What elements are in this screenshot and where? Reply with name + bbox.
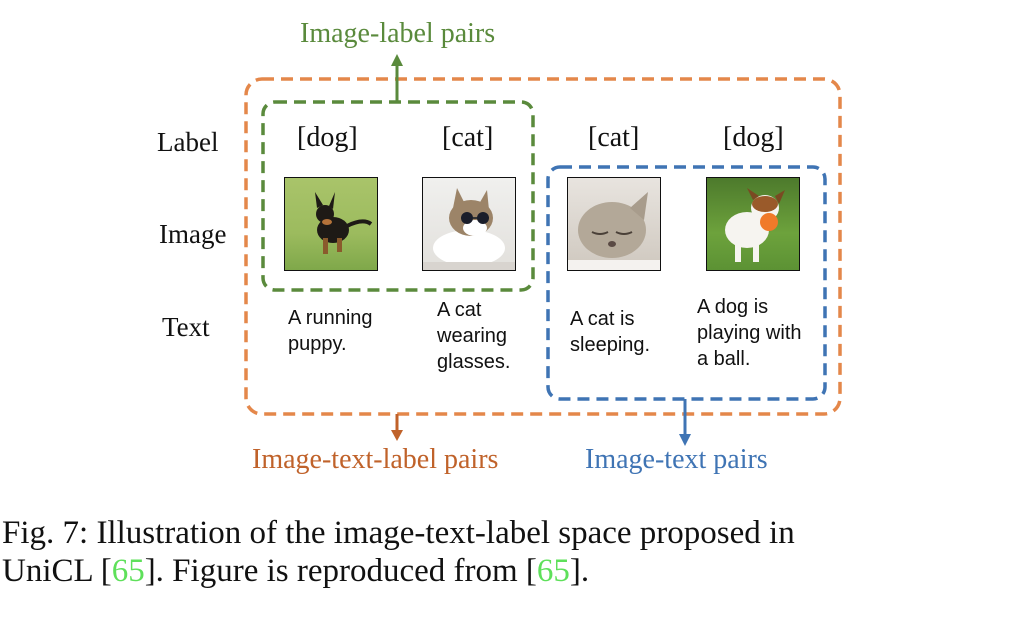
running-dog-icon (315, 192, 373, 254)
figure-caption: Fig. 7: Illustration of the image-text-l… (2, 514, 795, 590)
image-text-box (546, 165, 827, 401)
sleeping-kitten-photo (567, 177, 661, 271)
caption-text: ]. (569, 553, 590, 589)
image-label-pairs-title: Image-label pairs (300, 18, 496, 49)
sample-4-text-line: A dog is (697, 296, 769, 318)
citation-link[interactable]: 65 (111, 553, 145, 589)
sample-2-text-line: A cat (437, 299, 482, 321)
sample-4-text-line: playing with (697, 322, 802, 344)
image-text-arrowhead (679, 434, 691, 446)
sample-4-text: A dog is playing with a ball. (697, 294, 802, 372)
sample-2-label: [cat] (442, 122, 494, 153)
row-label-label: Label (157, 127, 219, 157)
sample-2-text-line: wearing (437, 325, 508, 347)
sample-1-text-line: puppy. (288, 333, 347, 355)
caption-text: ]. Figure is reproduced from [ (144, 553, 537, 589)
row-label-image: Image (159, 219, 227, 249)
sample-3-label: [cat] (588, 122, 640, 153)
sample-2-text-line: glasses. (437, 351, 511, 373)
sample-3-text-line: A cat is (570, 308, 635, 330)
sample-3-text: A cat is sleeping. (570, 306, 650, 358)
row-label-text: Text (162, 312, 210, 342)
sample-1-text-line: A running (288, 307, 373, 329)
image-text-pairs-title: Image-text pairs (585, 444, 768, 475)
sleeping-kitten-icon (568, 192, 660, 270)
sample-4-text-line: a ball. (697, 348, 751, 370)
image-label-arrowhead (391, 54, 403, 66)
sample-1-text: A running puppy. (288, 305, 373, 357)
sample-1-label: [dog] (297, 122, 358, 153)
caption-line-1: Fig. 7: Illustration of the image-text-l… (2, 515, 795, 551)
running-dog-photo (284, 177, 378, 271)
image-text-label-pairs-title: Image-text-label pairs (252, 444, 499, 475)
caption-line-2: UniCL [65]. Figure is reproduced from [6… (2, 552, 795, 590)
cat-with-glasses-photo (422, 177, 516, 271)
caption-text: UniCL [ (2, 553, 112, 589)
image-text-label-box (244, 77, 842, 416)
sample-2-text: A cat wearing glasses. (437, 297, 510, 375)
cat-with-glasses-icon (423, 188, 515, 270)
citation-link[interactable]: 65 (536, 553, 570, 589)
dog-with-ball-icon (725, 188, 785, 262)
image-text-label-arrowhead (391, 430, 403, 441)
sample-4-label: [dog] (723, 122, 784, 153)
dog-with-ball-photo (706, 177, 800, 271)
sample-3-text-line: sleeping. (570, 334, 651, 356)
